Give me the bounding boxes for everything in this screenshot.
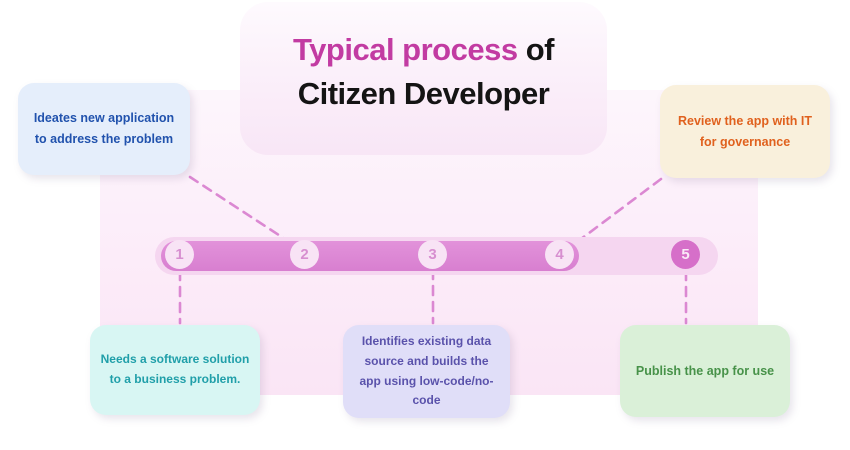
step-marker-4: 4: [545, 240, 574, 269]
callout-publish-text: Publish the app for use: [635, 363, 775, 378]
callout-review-text: Review the app with IT for governance: [677, 113, 813, 149]
step-marker-5: 5: [671, 240, 700, 269]
title-card: Typical process of Citizen Developer: [240, 2, 607, 155]
page-title-suffix: of: [517, 32, 555, 67]
callout-need-text: Needs a software solution to a business …: [100, 352, 250, 386]
callout-build: Identifies existing data source and buil…: [343, 325, 510, 418]
step-marker-1: 1: [165, 240, 194, 269]
callout-publish: Publish the app for use: [620, 325, 790, 417]
callout-review: Review the app with IT for governance: [660, 85, 830, 178]
page-title-line1: Typical process of: [293, 28, 554, 72]
step-marker-2: 2: [290, 240, 319, 269]
timeline-progress-fill: [161, 241, 579, 271]
callout-ideate: Ideates new application to address the p…: [18, 83, 190, 175]
page-title-highlight: Typical process: [293, 32, 518, 67]
step-marker-3: 3: [418, 240, 447, 269]
callout-ideate-text: Ideates new application to address the p…: [33, 111, 175, 146]
callout-build-text: Identifies existing data source and buil…: [359, 333, 494, 408]
page-title-line2: Citizen Developer: [297, 76, 550, 111]
callout-need: Needs a software solution to a business …: [90, 325, 260, 415]
